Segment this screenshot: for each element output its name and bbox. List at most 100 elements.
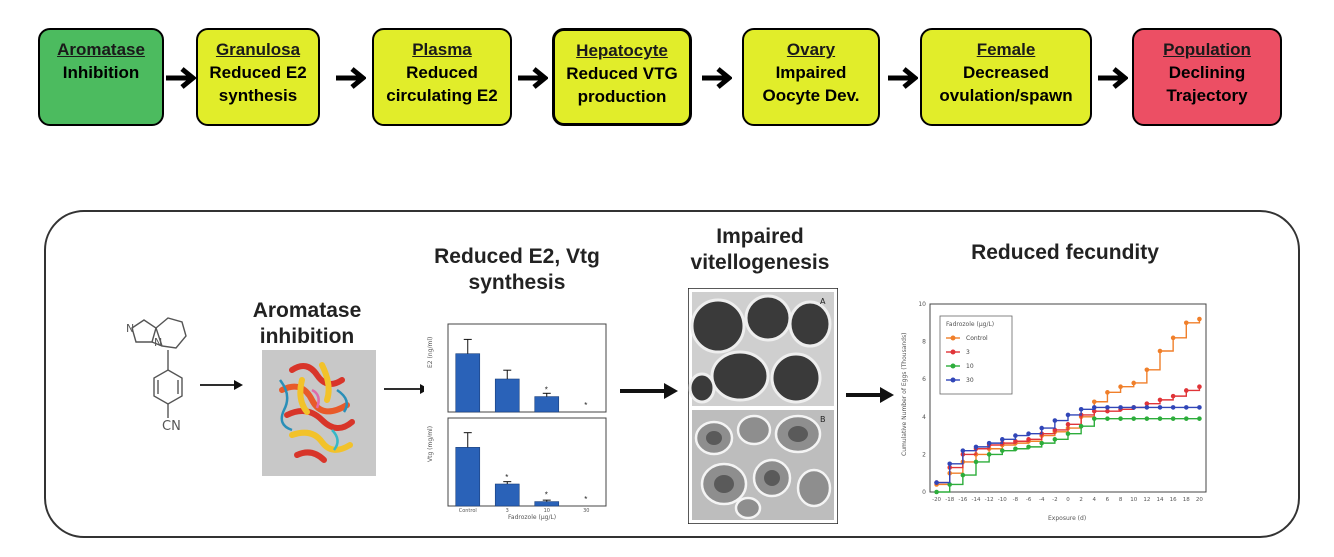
series-point: [1184, 321, 1189, 326]
pathway-line: ovulation/spawn: [939, 84, 1072, 107]
series-point: [1197, 317, 1202, 322]
fec-ylabel: Cumulative Number of Eggs (Thousands): [901, 333, 908, 456]
series-point: [961, 448, 966, 453]
x-tick-label: -2: [1052, 497, 1057, 503]
series-point: [1184, 416, 1189, 421]
y-tick-label: 4: [922, 414, 926, 421]
series-point: [987, 452, 992, 457]
y-tick-label: 0: [922, 489, 926, 496]
series-point: [1105, 416, 1110, 421]
series-point: [1131, 405, 1136, 410]
bar-category-label: 3: [506, 508, 509, 514]
arrow-icon: [166, 66, 196, 90]
arrow-icon: [620, 382, 680, 400]
series-point: [1158, 416, 1163, 421]
pathway-head: Plasma: [412, 38, 472, 61]
y-tick-label: 6: [922, 376, 926, 383]
pathway-line: Inhibition: [63, 61, 139, 84]
y-tick-label: 2: [922, 451, 926, 458]
impaired-vitellogenesis-title: Impaired vitellogenesis: [680, 224, 840, 276]
series-point: [1039, 441, 1044, 446]
pathway-line: Reduced: [406, 61, 478, 84]
arrow-icon: [1098, 66, 1128, 90]
bar: [495, 379, 519, 412]
x-tick-label: -14: [972, 497, 981, 503]
title-line: synthesis: [432, 270, 602, 296]
x-tick-label: 0: [1066, 497, 1070, 503]
x-tick-label: -10: [998, 497, 1007, 503]
svg-text:E2 (ng/ml): E2 (ng/ml): [427, 337, 434, 368]
pathway-box-hepatocyte: Hepatocyte Reduced VTG production: [552, 28, 692, 126]
series-point: [1118, 405, 1123, 410]
series-point: [1197, 405, 1202, 410]
series-point: [1053, 437, 1058, 442]
e2-vtg-bar-charts: E2 (ng/ml) Vtg (mg/ml) Fadrozole (µg/L) …: [424, 320, 610, 522]
legend-marker: [951, 364, 956, 369]
pathway-head: Hepatocyte: [576, 39, 668, 62]
series-point: [934, 490, 939, 495]
pathway-line: Reduced E2: [209, 61, 306, 84]
y-tick-label: 8: [922, 339, 926, 346]
fadrozole-molecule-icon: N N CN: [110, 300, 210, 440]
pathway-line: Trajectory: [1166, 84, 1247, 107]
series-point: [974, 460, 979, 465]
title-line: Impaired: [680, 224, 840, 250]
bar: [535, 502, 559, 506]
svg-text:B: B: [820, 415, 826, 424]
x-tick-label: 12: [1143, 497, 1150, 503]
x-tick-label: 10: [1130, 497, 1137, 503]
pathway-line: Declining: [1169, 61, 1246, 84]
series-point: [1092, 399, 1097, 404]
series-point: [1026, 445, 1031, 450]
bar-category-label: 10: [544, 508, 550, 514]
pathway-line: synthesis: [219, 84, 297, 107]
pathway-head: Ovary: [787, 38, 835, 61]
legend-label: 3: [966, 349, 970, 356]
svg-text:Vtg (mg/ml): Vtg (mg/ml): [427, 426, 434, 462]
title-line: Aromatase: [252, 298, 362, 324]
svg-text:N: N: [154, 336, 162, 349]
series-point: [934, 480, 939, 485]
significance-mark: *: [584, 401, 587, 410]
series-point: [1171, 394, 1176, 399]
x-tick-label: 4: [1093, 497, 1097, 503]
fec-legend-title: Fadrozole (µg/L): [946, 321, 994, 328]
x-tick-label: 20: [1196, 497, 1203, 503]
series-point: [1013, 433, 1018, 438]
series-point: [1013, 446, 1018, 451]
pathway-box-plasma: Plasma Reduced circulating E2: [372, 28, 512, 126]
reduced-e2-vtg-title: Reduced E2, Vtg synthesis: [432, 244, 602, 296]
pathway-line: Decreased: [963, 61, 1049, 84]
x-tick-label: -6: [1026, 497, 1032, 503]
significance-mark: *: [505, 473, 508, 482]
pathway-head: Aromatase: [57, 38, 145, 61]
bar: [456, 354, 480, 412]
arrow-icon: [702, 66, 732, 90]
title-line: inhibition: [252, 324, 362, 350]
series-point: [1131, 416, 1136, 421]
series-point: [1079, 424, 1084, 429]
x-tick-label: 18: [1183, 497, 1190, 503]
x-tick-label: -16: [958, 497, 967, 503]
series-point: [1066, 422, 1071, 427]
significance-mark: *: [584, 495, 587, 504]
arrow-icon: [336, 66, 366, 90]
bar-category-label: 30: [583, 508, 589, 514]
pathway-line: circulating E2: [386, 84, 497, 107]
series-point: [1171, 336, 1176, 341]
series-point: [1197, 384, 1202, 389]
pathway-line: Reduced VTG: [566, 62, 677, 85]
svg-text:A: A: [820, 297, 826, 306]
series-point: [1026, 437, 1031, 442]
x-tick-label: -12: [985, 497, 994, 503]
series-point: [1000, 448, 1005, 453]
series-point: [1184, 405, 1189, 410]
arrow-icon: [846, 386, 896, 404]
x-tick-label: -18: [945, 497, 954, 503]
series-point: [1145, 416, 1150, 421]
x-tick-label: -8: [1013, 497, 1019, 503]
arrow-icon: [200, 378, 244, 392]
pathway-head: Female: [977, 38, 1036, 61]
x-tick-label: -20: [932, 497, 941, 503]
series-point: [1092, 416, 1097, 421]
